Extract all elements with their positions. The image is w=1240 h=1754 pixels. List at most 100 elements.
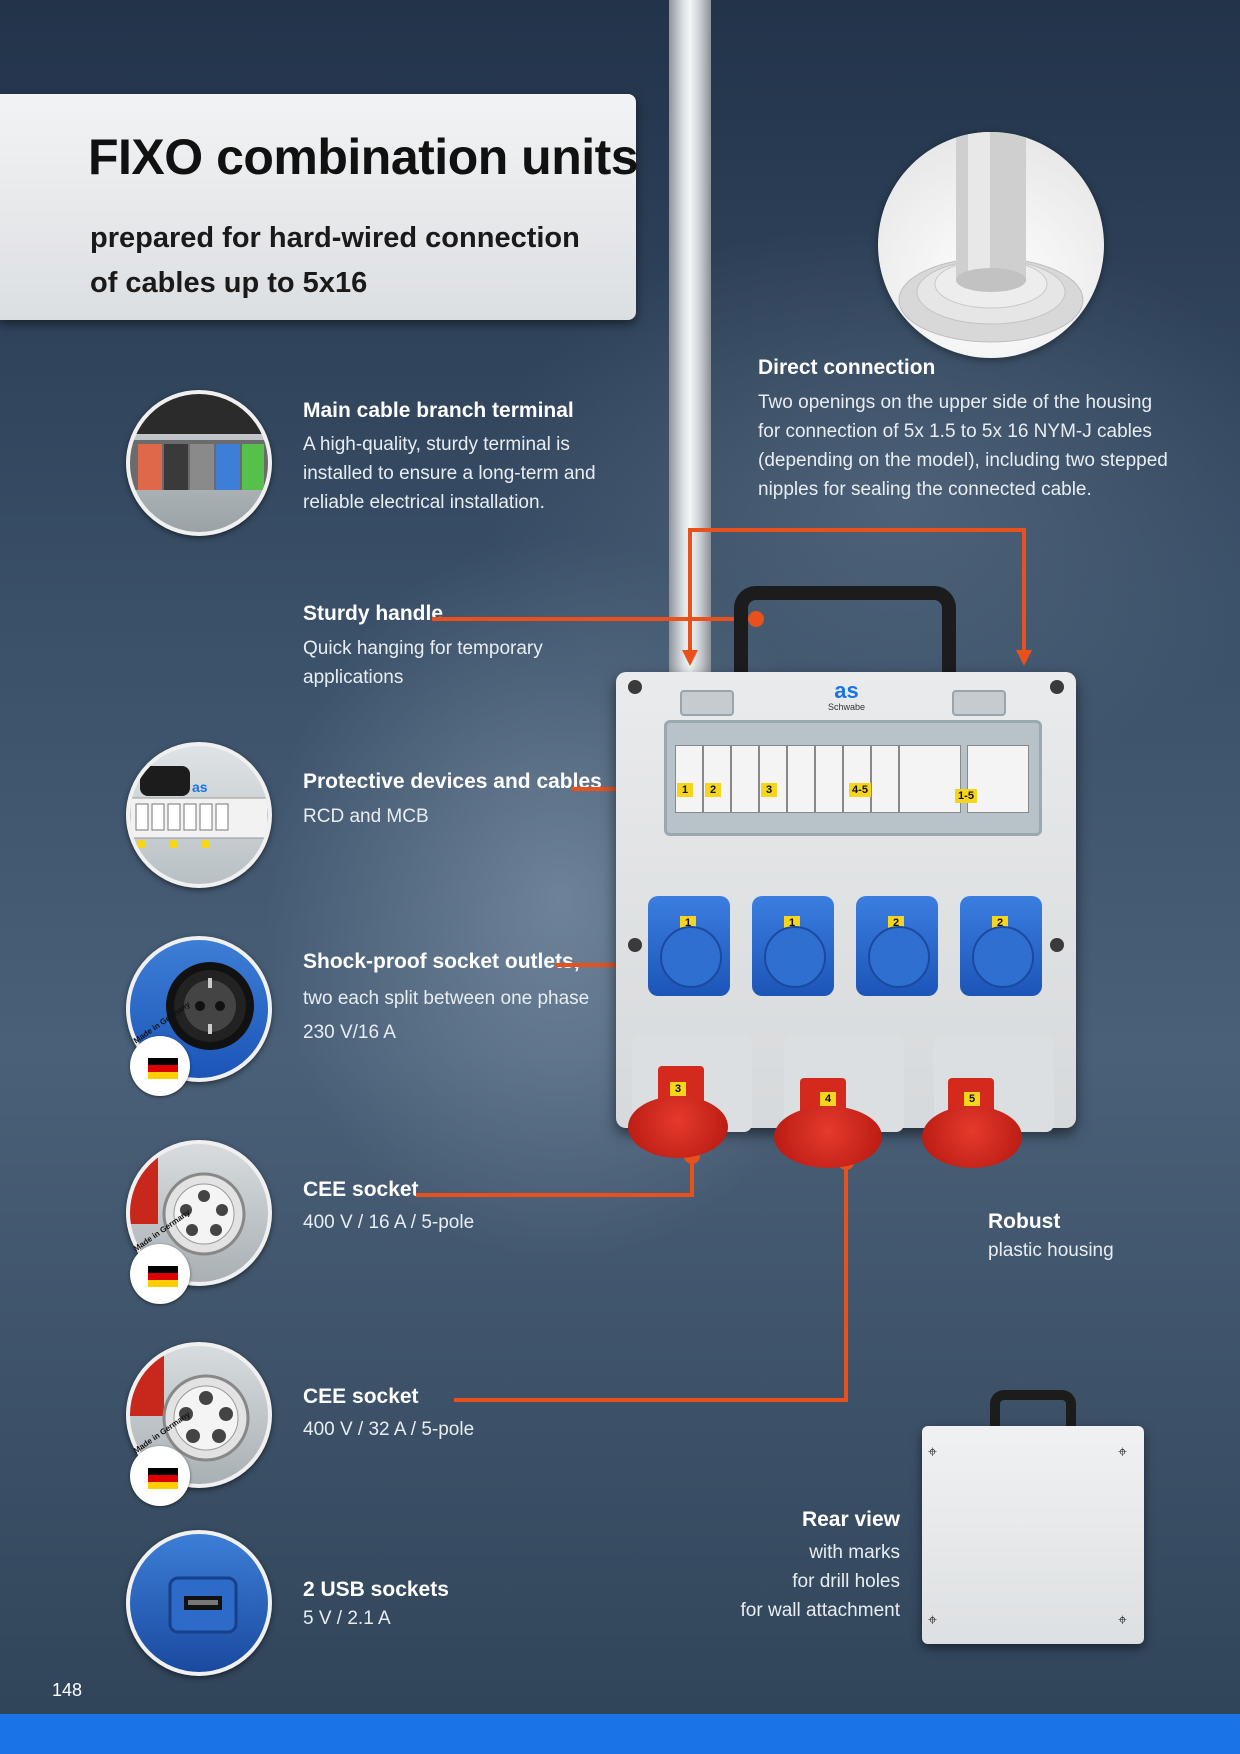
cable-entry-left	[680, 690, 734, 716]
combination-unit: as Schwabe 1 2 3 4-5 1-5 1 1	[616, 672, 1076, 1168]
socket-label: 3	[670, 1082, 686, 1096]
branch-terminal-line-3: reliable electrical installation.	[303, 492, 545, 513]
breaker-label: 4-5	[849, 783, 871, 797]
cee-socket-illustration	[130, 1144, 246, 1256]
screw-icon	[1050, 938, 1064, 952]
shockproof-text: two each split between one phase 230 V/1…	[303, 982, 589, 1050]
mcb-breaker	[787, 745, 815, 813]
bottom-color-bar	[0, 1714, 1240, 1754]
mcb-breaker	[871, 745, 899, 813]
cee-socket-16a: 3	[628, 1082, 728, 1158]
made-in-germany-badge: Made in Germany	[130, 1000, 192, 1096]
branch-terminal-photo	[126, 390, 272, 536]
branch-terminal-heading: Main cable branch terminal	[303, 399, 574, 422]
page-title: FIXO combination units	[88, 129, 639, 185]
cee-32a-line-1: 400 V / 32 A / 5-pole	[303, 1419, 475, 1440]
handle-line-1: Quick hanging for temporary	[303, 638, 543, 659]
drill-mark-icon: ⌖	[1118, 1444, 1128, 1461]
cee-socket-16a: 5	[922, 1092, 1022, 1168]
handle-text: Quick hanging for temporary applications	[303, 634, 543, 692]
subtitle-line-2: of cables up to 5x16	[90, 267, 368, 299]
branch-terminal-line-1: A high-quality, sturdy terminal is	[303, 434, 570, 455]
shockproof-line-1: two each split between one phase	[303, 988, 590, 1009]
cee-16a-line-1: 400 V / 16 A / 5-pole	[303, 1212, 475, 1233]
schuko-socket-illustration	[166, 962, 254, 1050]
callout-line	[1022, 528, 1026, 652]
callout-line	[416, 1193, 694, 1197]
brand-logo-mini: as	[192, 779, 208, 795]
mcb-breaker	[675, 745, 703, 813]
robust-text: plastic housing	[988, 1236, 1114, 1265]
direct-connection-photo	[878, 132, 1104, 358]
rear-view-line-2: for drill holes	[792, 1571, 900, 1592]
screw-icon	[628, 938, 642, 952]
socket-cover	[660, 926, 722, 988]
breaker-label: 1-5	[955, 789, 977, 803]
callout-dot	[748, 611, 764, 627]
cable-entry-right	[952, 690, 1006, 716]
cee-32a-text: 400 V / 32 A / 5-pole	[303, 1415, 474, 1444]
german-flag-icon	[148, 1058, 178, 1079]
protective-heading: Protective devices and cables	[303, 770, 602, 793]
socket-cover	[972, 926, 1034, 988]
breaker-label: 2	[705, 783, 721, 797]
branch-terminal-text: A high-quality, sturdy terminal is insta…	[303, 430, 596, 517]
mcb-breaker	[731, 745, 759, 813]
direct-connection-line-2: for connection of 5x 1.5 to 5x 16 NYM-J …	[758, 421, 1152, 442]
arrow-head-icon	[1016, 650, 1032, 666]
handle-heading: Sturdy handle	[303, 602, 444, 625]
brand-logo: as Schwabe	[828, 680, 865, 713]
usb-line-1: 5 V / 2.1 A	[303, 1608, 391, 1629]
usb-sockets-photo	[126, 1530, 272, 1676]
direct-connection-heading: Direct connection	[758, 356, 936, 379]
cee-socket-illustration	[130, 1346, 250, 1462]
rear-view-line-1: with marks	[809, 1542, 900, 1563]
schuko-socket: 2	[960, 896, 1042, 996]
rear-view-text: with marks for drill holes for wall atta…	[700, 1538, 900, 1625]
drill-mark-icon: ⌖	[928, 1444, 938, 1461]
callout-line	[454, 1398, 848, 1402]
direct-connection-line-1: Two openings on the upper side of the ho…	[758, 392, 1153, 413]
cee-16a-heading: CEE socket	[303, 1178, 419, 1201]
shockproof-line-2: 230 V/16 A	[303, 1022, 396, 1043]
rear-carry-handle	[990, 1390, 1076, 1444]
breaker-panel: 1 2 3 4-5 1-5	[664, 720, 1042, 836]
usb-heading: 2 USB sockets	[303, 1578, 449, 1601]
stepped-nipple-illustration	[898, 132, 1084, 343]
callout-line	[432, 617, 758, 621]
direct-connection-text: Two openings on the upper side of the ho…	[758, 388, 1168, 504]
title-box	[0, 94, 636, 320]
subtitle-line-1: prepared for hard-wired connection	[90, 222, 580, 254]
breaker-label: 3	[761, 783, 777, 797]
mcb-breaker	[759, 745, 787, 813]
page-number: 148	[52, 1680, 83, 1700]
protective-line-1: RCD and MCB	[303, 806, 429, 827]
made-in-germany-badge: Made in Germany	[130, 1410, 192, 1506]
german-flag-icon	[148, 1468, 178, 1489]
branch-terminal-line-2: installed to ensure a long-term and	[303, 463, 596, 484]
cee-socket-32a: 4	[774, 1092, 882, 1168]
callout-line	[844, 1160, 848, 1402]
arrow-head-icon	[682, 650, 698, 666]
socket-label: 5	[964, 1092, 980, 1106]
screw-icon	[1050, 680, 1064, 694]
rcd-breaker	[967, 745, 1029, 813]
direct-connection-line-3: (depending on the model), including two …	[758, 450, 1168, 471]
callout-line	[690, 1154, 694, 1197]
cee-32a-heading: CEE socket	[303, 1385, 419, 1408]
german-flag-icon	[148, 1266, 178, 1287]
shockproof-socket-photo	[126, 936, 272, 1082]
direct-connection-line-4: nipples for sealing the connected cable.	[758, 479, 1092, 500]
shockproof-heading: Shock-proof socket outlets,	[303, 950, 580, 973]
drill-mark-icon: ⌖	[1118, 1612, 1128, 1629]
socket-label: 4	[820, 1092, 836, 1106]
socket-cover	[764, 926, 826, 988]
rcd-breaker	[899, 745, 961, 813]
screw-icon	[628, 680, 642, 694]
robust-line-1: plastic housing	[988, 1240, 1114, 1261]
rear-view-unit: ⌖ ⌖ ⌖ ⌖	[922, 1426, 1144, 1644]
breaker-label: 1	[677, 783, 693, 797]
protective-devices-photo: as	[126, 742, 272, 888]
carry-handle	[734, 586, 956, 678]
schuko-socket: 1	[752, 896, 834, 996]
